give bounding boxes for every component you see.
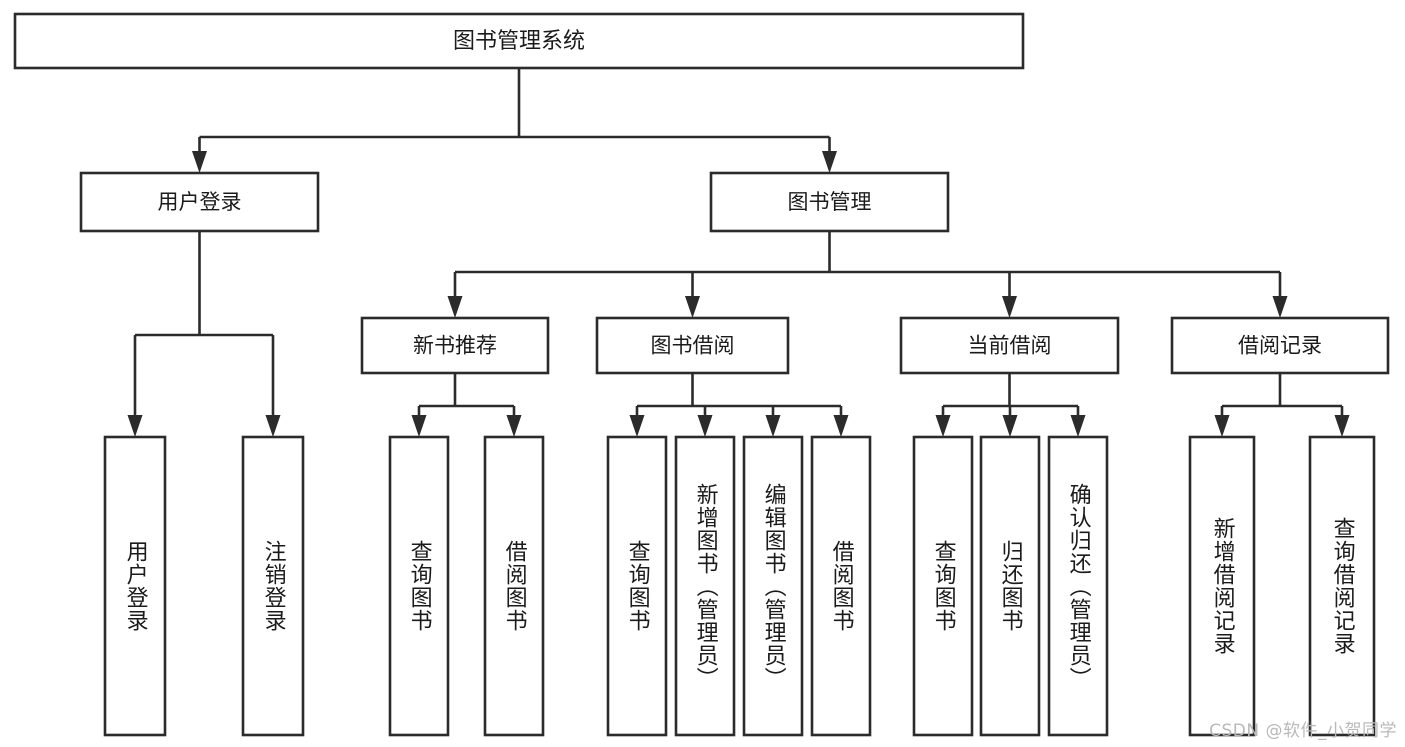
node-leaf-9-box: [979, 435, 1041, 737]
node-leaf-12[interactable]: [1308, 435, 1376, 737]
node-leaf-7[interactable]: [810, 435, 872, 737]
node-leaf-6[interactable]: [742, 435, 804, 737]
node-root-图书管理系统-box: [13, 12, 1025, 70]
node-level2-图书管理[interactable]: 图书管理: [709, 171, 950, 233]
node-level3-当前借阅-box: [899, 316, 1120, 375]
arrow-down-icon: [822, 151, 837, 173]
arrow-down-icon: [1272, 296, 1288, 318]
arrow-down-icon: [506, 415, 522, 437]
node-leaf-11[interactable]: [1188, 435, 1256, 737]
node-leaf-7-box: [810, 435, 872, 737]
node-leaf-4-box: [606, 435, 668, 737]
arrow-down-icon: [1002, 415, 1018, 437]
arrow-down-icon: [935, 415, 951, 437]
node-leaf-5[interactable]: [674, 435, 736, 737]
node-level2-用户登录[interactable]: 用户登录: [79, 171, 320, 233]
node-leaf-10-box: [1047, 435, 1109, 737]
node-leaf-1[interactable]: [241, 435, 305, 737]
arrow-down-icon: [629, 415, 645, 437]
node-root-图书管理系统-label: 图书管理系统: [453, 29, 585, 54]
node-leaf-9[interactable]: [979, 435, 1041, 737]
arrow-down-icon: [1002, 296, 1017, 318]
arrow-down-icon: [192, 151, 207, 173]
node-leaf-2-box: [388, 435, 450, 737]
arrow-down-icon: [697, 415, 713, 437]
node-level2-用户登录-box: [79, 171, 320, 233]
node-level3-当前借阅[interactable]: 当前借阅: [899, 316, 1120, 375]
node-leaf-0[interactable]: [103, 435, 167, 737]
arrow-down-icon: [1070, 415, 1086, 437]
node-leaf-4[interactable]: [606, 435, 668, 737]
node-leaf-3[interactable]: [483, 435, 545, 737]
node-level2-图书管理-label: 图书管理: [788, 190, 872, 214]
arrow-down-icon: [265, 415, 281, 437]
node-leaf-11-box: [1188, 435, 1256, 737]
node-level3-借阅记录-label: 借阅记录: [1238, 334, 1322, 358]
arrow-down-icon: [1214, 415, 1230, 437]
node-leaf-10[interactable]: [1047, 435, 1109, 737]
arrow-down-icon: [765, 415, 781, 437]
node-root-图书管理系统[interactable]: 图书管理系统: [13, 12, 1025, 70]
arrow-down-icon: [833, 415, 849, 437]
node-leaf-5-box: [674, 435, 736, 737]
node-level3-图书借阅-box: [595, 316, 790, 375]
arrow-down-icon: [685, 296, 700, 318]
node-level3-当前借阅-label: 当前借阅: [968, 334, 1052, 358]
node-level3-图书借阅-label: 图书借阅: [651, 334, 735, 358]
node-level3-新书推荐-label: 新书推荐: [413, 334, 497, 358]
node-level3-新书推荐[interactable]: 新书推荐: [360, 316, 550, 375]
node-level3-借阅记录[interactable]: 借阅记录: [1170, 316, 1390, 375]
arrow-down-icon: [447, 296, 463, 318]
node-leaf-8-box: [912, 435, 974, 737]
arrow-down-icon: [411, 415, 427, 437]
node-leaf-8[interactable]: [912, 435, 974, 737]
node-leaf-3-box: [483, 435, 545, 737]
node-level3-借阅记录-box: [1170, 316, 1390, 375]
node-level2-图书管理-box: [709, 171, 950, 233]
node-leaf-12-box: [1308, 435, 1376, 737]
node-leaf-0-box: [103, 435, 167, 737]
watermark: CSDN @软件_小贺同学: [1209, 721, 1397, 741]
connector-layer: [127, 68, 1350, 437]
node-leaf-6-box: [742, 435, 804, 737]
node-level3-新书推荐-box: [360, 316, 550, 375]
node-level2-用户登录-label: 用户登录: [158, 190, 242, 214]
arrow-down-icon: [127, 415, 143, 437]
node-leaf-1-box: [241, 435, 305, 737]
node-level3-图书借阅[interactable]: 图书借阅: [595, 316, 790, 375]
node-leaf-2[interactable]: [388, 435, 450, 737]
arrow-down-icon: [1334, 415, 1350, 437]
